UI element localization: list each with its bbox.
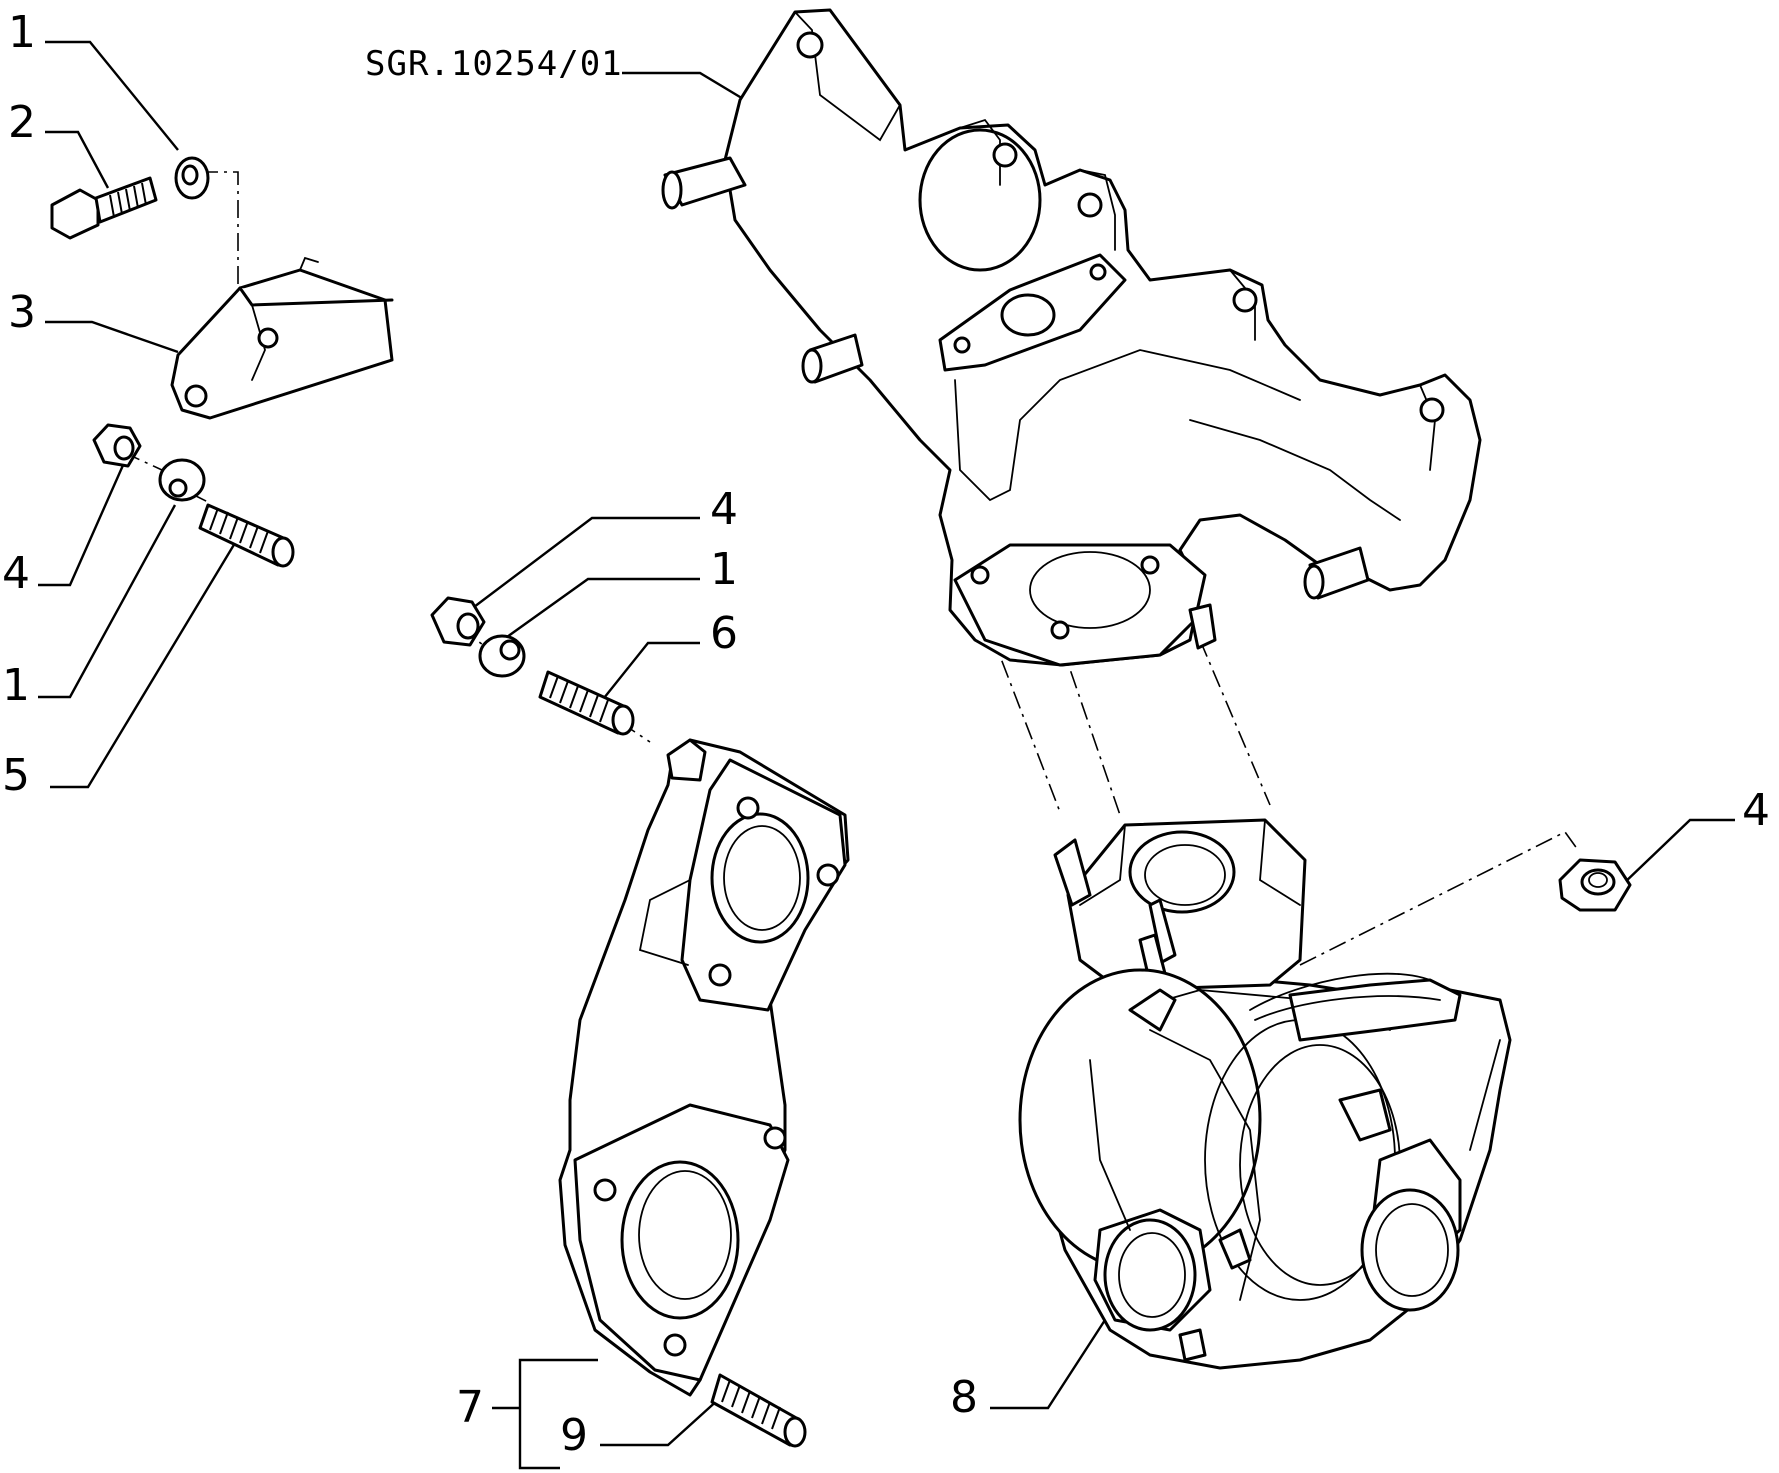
stud-part-6 [538, 670, 635, 736]
callout-1-washer-middle: 1 [710, 544, 738, 595]
callout-labels: 1 2 3 4 1 5 4 1 6 4 7 9 8 [2, 7, 1770, 1461]
exhaust-pipe-part-7 [558, 738, 850, 1397]
nut-part-4-left [92, 423, 142, 468]
washer-part-1-top [174, 156, 210, 200]
washer-part-1-middle [478, 634, 526, 678]
nut-part-4-middle [430, 596, 486, 647]
stud-part-9 [710, 1373, 807, 1448]
callout-1-washer-top: 1 [8, 7, 36, 58]
callout-5-stud: 5 [2, 750, 30, 801]
callout-7-exhaust-pipe: 7 [456, 1382, 484, 1433]
turbocharger-part-8 [1018, 818, 1512, 1370]
callout-4-nut-left: 4 [2, 548, 30, 599]
callout-1-washer-left: 1 [2, 660, 30, 711]
exhaust-manifold [661, 8, 1482, 667]
callout-9-stud: 9 [560, 1410, 588, 1461]
callout-2-bolt: 2 [8, 97, 36, 148]
washer-part-1-left [158, 458, 206, 502]
callout-4-nut-right: 4 [1742, 785, 1770, 836]
callout-8-turbocharger: 8 [950, 1372, 978, 1423]
leader-lines [38, 40, 1735, 1470]
nut-part-4-right [1558, 858, 1632, 912]
bolt-part-2 [50, 176, 158, 240]
callout-3-bracket: 3 [8, 287, 36, 338]
stud-part-5 [198, 503, 295, 568]
callout-6-stud: 6 [710, 608, 738, 659]
callout-4-nut-middle: 4 [710, 484, 738, 535]
manifold-reference-code: SGR.10254/01 [365, 44, 623, 84]
bracket-part-3 [170, 256, 394, 420]
